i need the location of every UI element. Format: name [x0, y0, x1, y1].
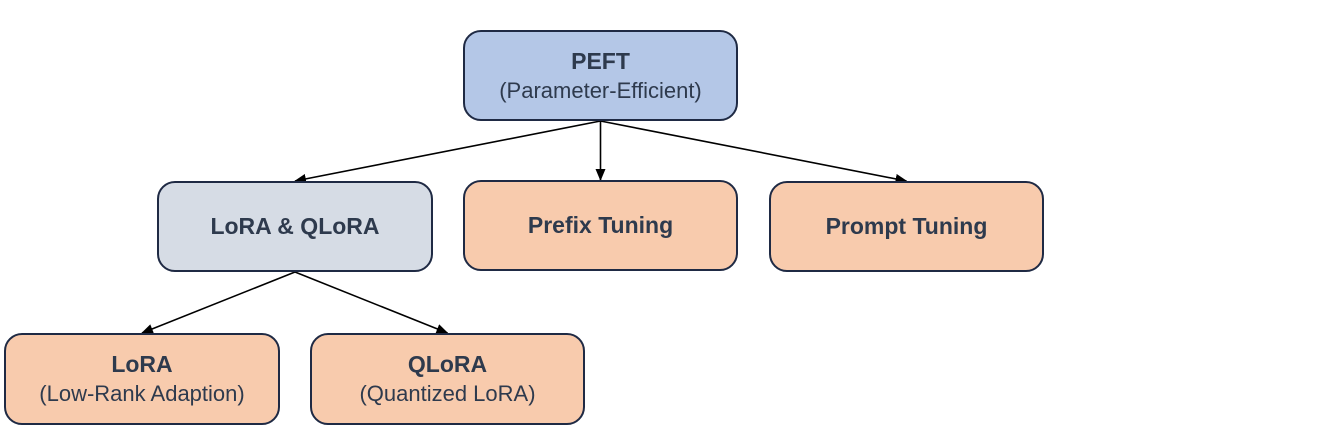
node-qlora-title: QLoRA	[407, 351, 488, 377]
node-prompt-tuning: Prompt Tuning	[769, 181, 1044, 272]
arrow-lora_qlora-to-lora	[141, 271, 296, 334]
node-lora-title: LoRA	[111, 351, 173, 377]
node-qlora-subtitle: (Quantized LoRA)	[359, 381, 536, 406]
arrow-lora_qlora-to-qlora	[294, 271, 449, 334]
node-qlora: QLoRA (Quantized LoRA)	[310, 333, 585, 425]
node-peft-title: PEFT	[571, 47, 630, 74]
node-lora: LoRA (Low-Rank Adaption)	[4, 333, 280, 425]
node-prompt-tuning-title: Prompt Tuning	[825, 213, 988, 239]
node-lora-qlora: LoRA & QLoRA	[157, 181, 433, 272]
node-lora-subtitle: (Low-Rank Adaption)	[39, 381, 245, 406]
arrow-peft-to-lora_qlora	[294, 120, 601, 184]
node-lora-qlora-title: LoRA & QLoRA	[210, 213, 380, 239]
node-peft: PEFT (Parameter-Efficient)	[463, 30, 738, 121]
node-peft-subtitle: (Parameter-Efficient)	[499, 77, 702, 103]
node-prefix-tuning-title: Prefix Tuning	[527, 212, 674, 238]
arrow-peft-to-prompt_tuning	[600, 120, 908, 184]
node-prefix-tuning: Prefix Tuning	[463, 180, 738, 271]
